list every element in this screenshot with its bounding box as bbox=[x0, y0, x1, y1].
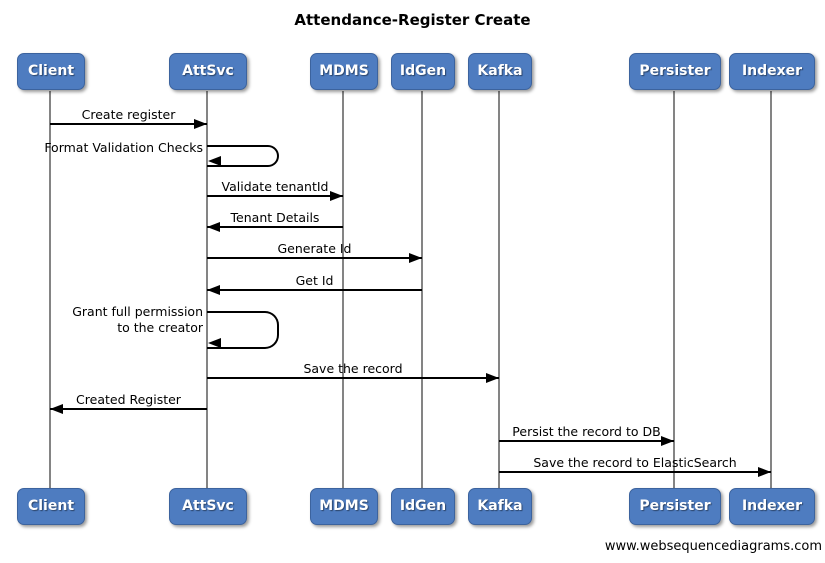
lifeline-indexer bbox=[770, 91, 772, 489]
lifeline-persister bbox=[673, 91, 675, 489]
message-line bbox=[50, 408, 207, 410]
arrowhead-right-icon bbox=[486, 373, 499, 383]
participant-box-indexer-top: Indexer bbox=[729, 53, 815, 90]
participant-box-attsvc-top: AttSvc bbox=[169, 53, 247, 90]
message-line bbox=[207, 377, 499, 379]
message-label-grant-full-permission: Grant full permission to the creator bbox=[72, 304, 203, 335]
message-line bbox=[207, 257, 422, 259]
message-label-save-record-elasticsearch: Save the record to ElasticSearch bbox=[533, 455, 737, 470]
self-message-loop bbox=[207, 145, 279, 167]
arrowhead-right-icon bbox=[758, 467, 771, 477]
arrowhead-right-icon bbox=[409, 253, 422, 263]
participant-box-attsvc-bottom: AttSvc bbox=[169, 488, 247, 525]
arrowhead-left-icon bbox=[208, 156, 221, 166]
participant-box-kafka-bottom: Kafka bbox=[468, 488, 532, 525]
participant-box-client-bottom: Client bbox=[17, 488, 85, 525]
arrowhead-left-icon bbox=[208, 338, 221, 348]
message-label-create-register: Create register bbox=[81, 107, 176, 122]
message-line bbox=[50, 123, 207, 125]
message-line bbox=[207, 289, 422, 291]
participant-box-idgen-top: IdGen bbox=[391, 53, 455, 90]
message-label-format-validation-checks: Format Validation Checks bbox=[44, 140, 203, 155]
message-label-created-register: Created Register bbox=[76, 392, 181, 407]
participant-box-kafka-top: Kafka bbox=[468, 53, 532, 90]
lifeline-kafka bbox=[498, 91, 500, 489]
arrowhead-right-icon bbox=[661, 436, 674, 446]
arrowhead-left-icon bbox=[207, 285, 220, 295]
participant-box-client-top: Client bbox=[17, 53, 85, 90]
message-label-tenant-details: Tenant Details bbox=[230, 210, 320, 225]
diagram-title: Attendance-Register Create bbox=[294, 11, 531, 29]
participant-box-persister-bottom: Persister bbox=[629, 488, 721, 525]
lifeline-client bbox=[49, 91, 51, 489]
arrowhead-right-icon bbox=[330, 191, 343, 201]
participant-box-persister-top: Persister bbox=[629, 53, 721, 90]
watermark-url: www.websequencediagrams.com bbox=[604, 539, 822, 554]
message-label-validate-tenantid: Validate tenantId bbox=[221, 179, 329, 194]
message-label-generate-id: Generate Id bbox=[277, 241, 352, 256]
arrowhead-left-icon bbox=[207, 222, 220, 232]
message-line bbox=[207, 195, 343, 197]
message-label-persist-record-db: Persist the record to DB bbox=[512, 424, 661, 439]
participant-box-indexer-bottom: Indexer bbox=[729, 488, 815, 525]
arrowhead-right-icon bbox=[194, 119, 207, 129]
lifeline-idgen bbox=[421, 91, 423, 489]
message-label-save-the-record: Save the record bbox=[303, 361, 403, 376]
participant-box-mdms-bottom: MDMS bbox=[310, 488, 378, 525]
participant-box-mdms-top: MDMS bbox=[310, 53, 378, 90]
message-line bbox=[499, 471, 771, 473]
message-line bbox=[207, 226, 343, 228]
message-line bbox=[499, 440, 674, 442]
arrowhead-left-icon bbox=[50, 404, 63, 414]
self-message-loop bbox=[207, 311, 279, 349]
message-label-get-id: Get Id bbox=[295, 273, 334, 288]
participant-box-idgen-bottom: IdGen bbox=[391, 488, 455, 525]
